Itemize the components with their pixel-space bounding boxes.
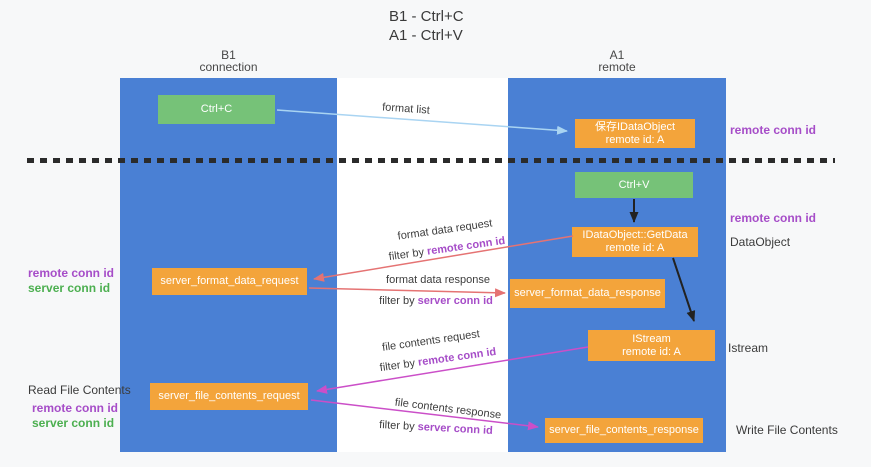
filter-by-text: filter by [378, 419, 418, 434]
node-server-file-contents-response: server_file_contents_response [545, 418, 703, 443]
node-save-idataobject: 保存IDataObject remote id: A [575, 119, 695, 148]
annotation-dataobject: DataObject [730, 235, 791, 249]
node-istream: IStream remote id: A [588, 330, 715, 361]
filter-by-text: filter by [379, 295, 418, 307]
annotation-server-conn-id-left-1: server conn id [28, 281, 111, 295]
label-format-data-response: format data response [386, 274, 490, 286]
node-server-format-data-response: server_format_data_response [510, 279, 665, 308]
message-channel-background [337, 78, 508, 452]
node-server-format-data-response-label: server_format_data_response [514, 287, 661, 299]
node-ctrl-v-label: Ctrl+V [618, 178, 650, 191]
node-server-file-contents-request-label: server_file_contents_request [158, 390, 300, 402]
label-filter-by-server-1: filter by server conn id [379, 295, 493, 307]
lane-a1-title: A1 [609, 48, 625, 62]
server-conn-id-text: server conn id [417, 295, 493, 307]
annotation-remote-conn-id-left-1: remote conn id [28, 266, 115, 280]
annotation-write-file-contents: Write File Contents [736, 423, 838, 437]
dashed-divider [27, 158, 835, 163]
node-istream-line1: IStream [632, 332, 671, 345]
lane-b1-subtitle: connection [199, 60, 258, 74]
node-idataobject-getdata: IDataObject::GetData remote id: A [572, 227, 698, 257]
label-format-data-response-text: format data response [386, 274, 490, 286]
annotation-remote-conn-id-top: remote conn id [730, 123, 817, 137]
annotation-istream: Istream [728, 341, 769, 355]
annotation-conn-ids-format: remote conn id server conn id [28, 266, 114, 296]
node-istream-line2: remote id: A [622, 345, 681, 358]
lane-header-b1: B1 connection [120, 49, 337, 73]
node-save-idataobject-line2: remote id: A [605, 133, 665, 146]
node-server-format-data-request-label: server_format_data_request [160, 275, 299, 287]
title-line-2: A1 - Ctrl+V [389, 27, 463, 44]
node-server-file-contents-request: server_file_contents_request [150, 383, 308, 410]
node-server-format-data-request: server_format_data_request [152, 268, 307, 295]
annotation-server-conn-id-left-2: server conn id [32, 416, 115, 430]
annotation-remote-conn-id-mid: remote conn id [730, 211, 817, 225]
annotation-conn-ids-file: remote conn id server conn id [32, 401, 118, 431]
page-title: B1 - Ctrl+C A1 - Ctrl+V [389, 7, 464, 45]
title-line-1: B1 - Ctrl+C [389, 8, 464, 25]
annotation-remote-conn-id-left-2: remote conn id [32, 401, 119, 415]
node-save-idataobject-line1: 保存IDataObject [594, 120, 676, 133]
node-getdata-line2: remote id: A [605, 242, 665, 254]
node-ctrl-c-label: Ctrl+C [200, 103, 233, 115]
node-ctrl-v: Ctrl+V [575, 172, 693, 198]
node-getdata-line1: IDataObject::GetData [582, 229, 688, 241]
lane-header-a1: A1 remote [508, 49, 726, 73]
node-ctrl-c: Ctrl+C [158, 95, 275, 124]
node-server-file-contents-response-label: server_file_contents_response [549, 424, 699, 436]
annotation-read-file-contents: Read File Contents [28, 383, 131, 397]
lane-a1-subtitle: remote [598, 60, 636, 74]
lane-b1-title: B1 [221, 48, 236, 62]
